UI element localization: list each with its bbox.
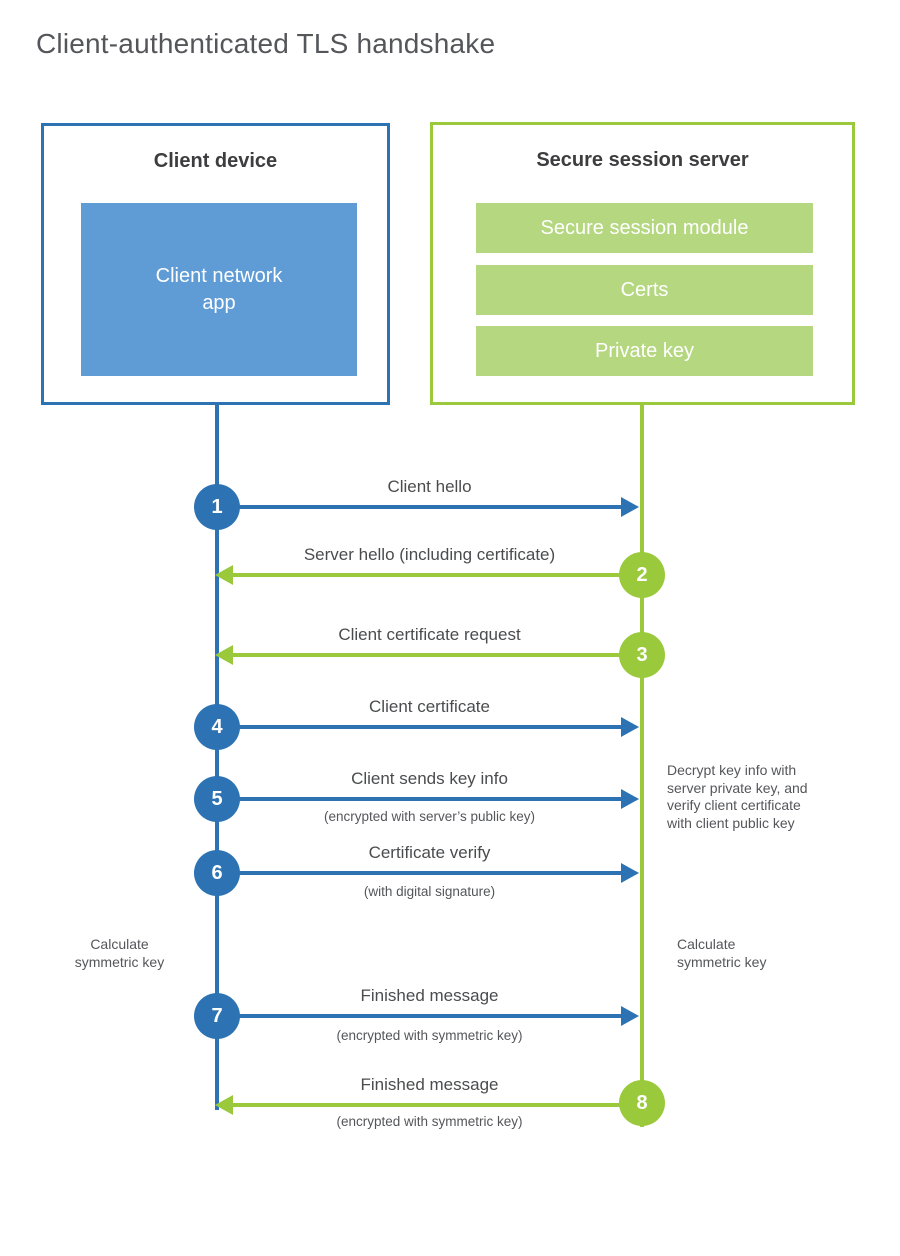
lifeline-server	[640, 405, 644, 1127]
arrow-line	[219, 871, 621, 875]
arrow-line	[219, 505, 621, 509]
message-label: Finished message	[360, 986, 499, 1005]
note-calculate-symmetric-key-client: Calculate symmetric key	[74, 936, 165, 970]
module-bar-secure-session-module: Secure session module	[476, 203, 813, 253]
note-calculate-symmetric-key-server: Calculate symmetric key	[677, 936, 767, 970]
client-device-box: Client device Client network app	[41, 123, 390, 405]
arrow-head-right-icon	[621, 717, 639, 737]
arrow-head-right-icon	[621, 497, 639, 517]
message-label: Server hello (including certificate)	[303, 545, 556, 564]
step-circle: 7	[194, 993, 240, 1039]
step-circle: 6	[194, 850, 240, 896]
message-label: Finished message	[360, 1075, 499, 1094]
arrow-line	[219, 1014, 621, 1018]
step-circle: 2	[619, 552, 665, 598]
message-label: Client certificate	[369, 697, 490, 716]
arrow-head-left-icon	[215, 1095, 233, 1115]
arrow-line	[219, 725, 621, 729]
diagram-title: Client-authenticated TLS handshake	[36, 28, 496, 59]
message-label: Certificate verify	[368, 843, 491, 862]
message-label: Client hello	[387, 477, 472, 496]
message-label: Client sends key info	[351, 769, 508, 788]
arrow-head-right-icon	[621, 863, 639, 883]
message-sublabel: (with digital signature)	[363, 884, 496, 899]
lifeline-client	[215, 405, 219, 1110]
arrow-head-right-icon	[621, 789, 639, 809]
server-title: Secure session server	[536, 149, 749, 171]
step-circle: 1	[194, 484, 240, 530]
arrow-head-left-icon	[215, 645, 233, 665]
arrow-line	[233, 573, 640, 577]
arrow-line	[219, 797, 621, 801]
message-label: Client certificate request	[338, 625, 521, 644]
arrow-line	[233, 653, 640, 657]
client-network-app-box: Client network app	[81, 203, 357, 376]
module-bar-private-key: Private key	[476, 326, 813, 376]
note-decrypt-key-info: Decrypt key info with server private key…	[667, 762, 808, 831]
module-bar-certs: Certs	[476, 265, 813, 315]
arrow-head-left-icon	[215, 565, 233, 585]
step-circle: 5	[194, 776, 240, 822]
step-circle: 3	[619, 632, 665, 678]
arrow-line	[233, 1103, 640, 1107]
step-circle: 4	[194, 704, 240, 750]
server-box: Secure session server Secure session mod…	[430, 122, 855, 405]
message-sublabel: (encrypted with symmetric key)	[336, 1028, 523, 1043]
client-device-title: Client device	[153, 150, 278, 172]
message-sublabel: (encrypted with server’s public key)	[323, 809, 536, 824]
message-sublabel: (encrypted with symmetric key)	[336, 1114, 523, 1129]
arrow-head-right-icon	[621, 1006, 639, 1026]
step-circle: 8	[619, 1080, 665, 1126]
